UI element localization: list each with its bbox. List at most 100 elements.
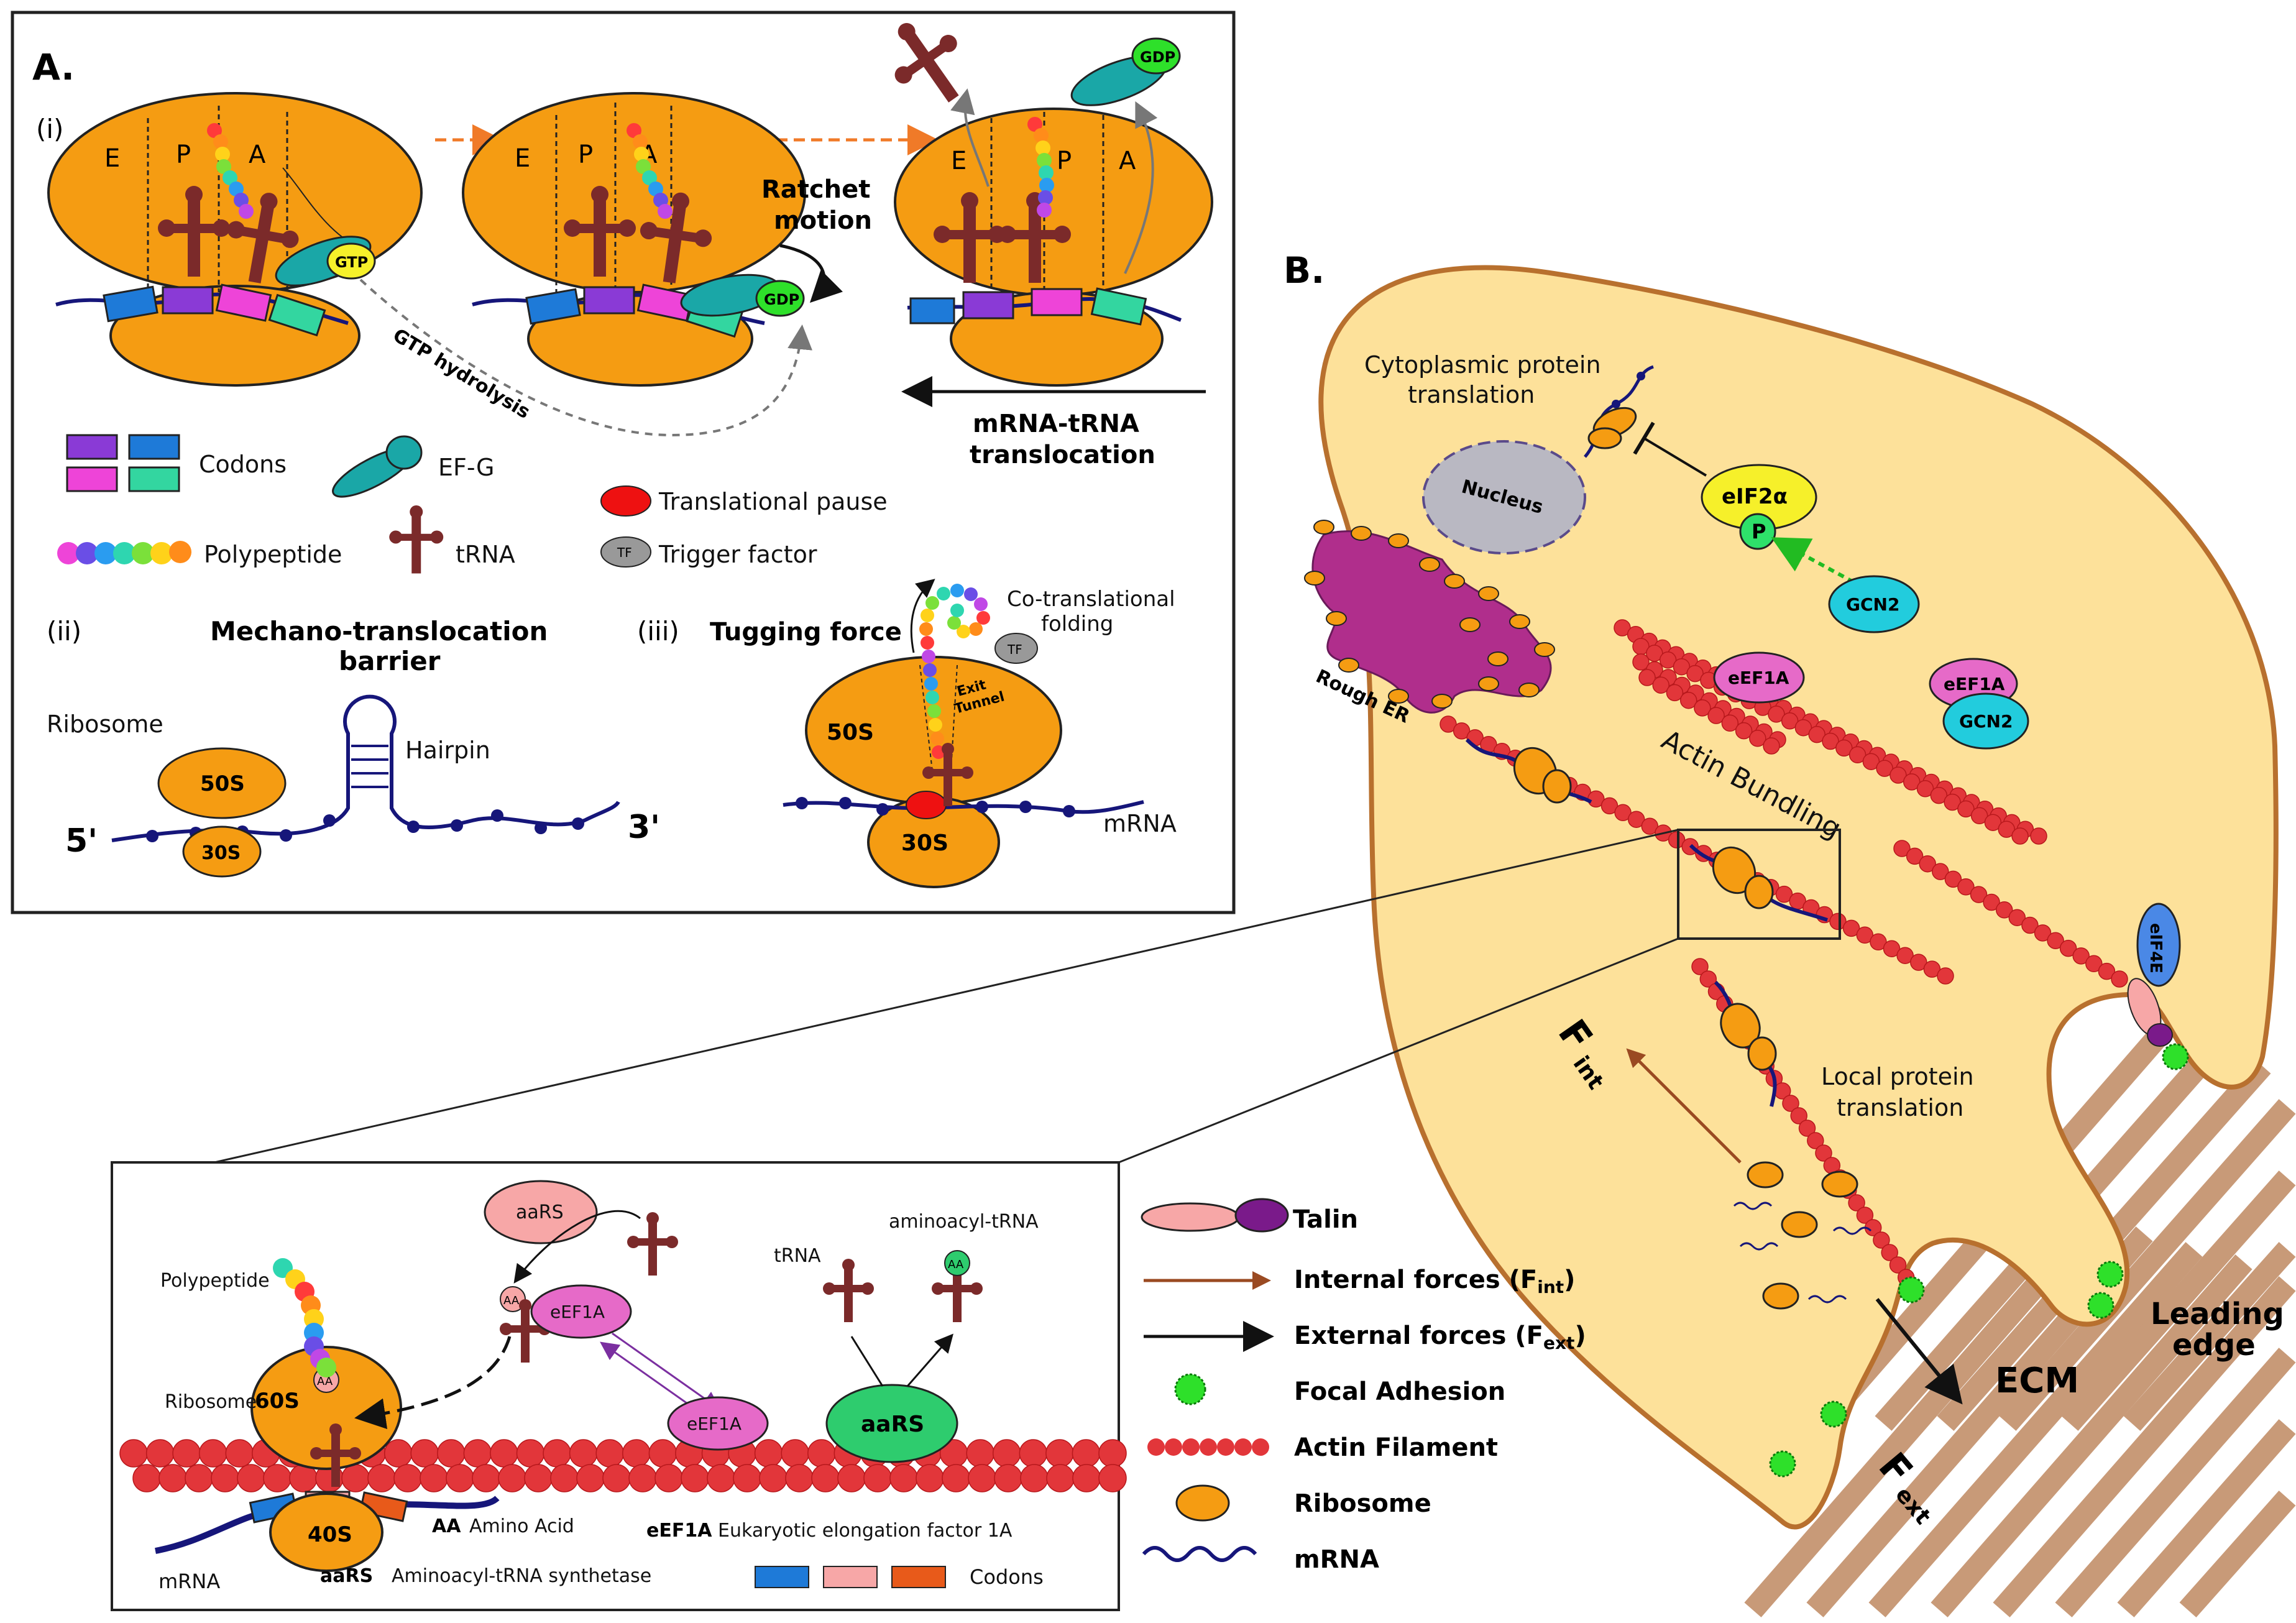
eef1a-complex <box>530 1284 632 1339</box>
panel-b-legend: Talin Internal forces (Fint) External fo… <box>1141 1198 1586 1574</box>
actin-subunit <box>648 1439 677 1468</box>
actin-subunit <box>1641 817 1659 835</box>
svg-text:(ii): (ii) <box>47 616 81 646</box>
svg-text:motion: motion <box>774 206 872 235</box>
svg-text:AA: AA <box>317 1375 333 1388</box>
actin-subunit <box>119 1439 148 1468</box>
actin-subunit <box>132 1464 161 1492</box>
actin-subunit <box>211 1464 239 1492</box>
actin-subunit <box>393 1464 422 1492</box>
actin-subunit <box>1870 933 1887 951</box>
svg-text:P: P <box>1752 520 1766 543</box>
actin-subunit <box>185 1464 213 1492</box>
actin-subunit <box>1798 1120 1816 1137</box>
actin-subunit <box>1666 684 1684 702</box>
eif4e <box>2136 903 2181 987</box>
actin-subunit <box>733 1464 761 1492</box>
svg-text:GDP: GDP <box>1140 48 1175 66</box>
svg-text:Amino Acid: Amino Acid <box>469 1515 574 1537</box>
actin-subunit <box>1679 691 1697 709</box>
actin-subunit <box>1098 1464 1127 1492</box>
svg-text:ECM: ECM <box>1995 1361 2079 1401</box>
svg-text:eEF1A: eEF1A <box>550 1302 605 1322</box>
actin-subunit <box>1883 940 1901 957</box>
svg-text:aaRS: aaRS <box>861 1412 924 1437</box>
actin-subunit <box>1600 797 1619 815</box>
gcn2-top <box>1828 575 1920 633</box>
actin-subunit <box>263 1464 292 1492</box>
svg-text:50S: 50S <box>827 720 874 745</box>
actin-subunit <box>569 1439 598 1468</box>
svg-text:E: E <box>951 147 967 175</box>
svg-text:AA: AA <box>503 1294 520 1307</box>
actin-subunit <box>781 1439 809 1468</box>
svg-text:40S: 40S <box>308 1522 352 1547</box>
actin-subunit <box>341 1464 370 1492</box>
local-translation-label: Local protein <box>1821 1063 1974 1090</box>
inset: mRNA 60S 40S Ribosome AA Polypeptide aaR… <box>111 1161 1127 1611</box>
svg-text:folding: folding <box>1041 612 1113 637</box>
actin-subunit <box>1903 773 1921 791</box>
actin-subunit <box>1046 1464 1075 1492</box>
svg-text:translation: translation <box>1408 381 1535 408</box>
actin-subunit <box>1775 885 1793 903</box>
svg-text:barrier: barrier <box>339 646 441 676</box>
actin-subunit <box>1876 760 1893 777</box>
actin-subunit <box>1995 901 2013 919</box>
polypeptide-2 <box>627 123 673 219</box>
actin-subunit <box>992 1439 1021 1468</box>
svg-text:AA: AA <box>948 1258 964 1271</box>
actin-subunit <box>1614 804 1632 822</box>
legend-actin <box>1147 1438 1269 1456</box>
actin-subunit <box>446 1464 474 1492</box>
svg-text:E: E <box>104 144 120 173</box>
actin-subunit <box>1919 855 1936 873</box>
svg-text:Ribosome: Ribosome <box>1294 1489 1431 1518</box>
ribosome-state-2: E P A GDP <box>462 92 806 387</box>
actin-subunit <box>576 1464 605 1492</box>
svg-text:50S: 50S <box>200 771 245 796</box>
actin-subunit <box>807 1439 836 1468</box>
er-ribosomes <box>1304 520 1555 709</box>
actin-subunit <box>681 1464 709 1492</box>
actin-subunit <box>225 1439 254 1468</box>
barrier-label: Mechano-translocation <box>210 616 548 646</box>
actin-subunit <box>1896 947 1914 964</box>
actin-subunit <box>1890 766 1907 784</box>
actin-subunit <box>1453 722 1471 740</box>
actin-subunit <box>1944 793 1961 811</box>
actin-subunit <box>1957 800 1975 818</box>
svg-text:eEF1A: eEF1A <box>687 1414 742 1434</box>
actin-subunit <box>916 1464 944 1492</box>
polypeptide-3 <box>1027 117 1054 218</box>
svg-text:TF: TF <box>617 545 632 560</box>
svg-text:Focal Adhesion: Focal Adhesion <box>1294 1377 1505 1406</box>
actin-subunit <box>2085 955 2103 973</box>
inset-polypeptide <box>273 1258 336 1377</box>
actin-subunit <box>1916 780 1934 798</box>
local-ribosomes <box>1747 1161 1858 1310</box>
actin-subunit <box>1721 714 1739 732</box>
svg-text:translocation: translocation <box>970 441 1155 469</box>
actin-subunit <box>1699 970 1717 988</box>
actin-subunit <box>1735 722 1753 740</box>
svg-text:30S: 30S <box>901 830 948 856</box>
actin-subunit <box>1614 619 1631 637</box>
actin-subunit <box>1808 725 1825 743</box>
svg-text:30S: 30S <box>201 842 241 864</box>
actin-subunit <box>602 1464 631 1492</box>
actin-subunit <box>707 1464 735 1492</box>
svg-text:External forces (Fext): External forces (Fext) <box>1294 1322 1586 1353</box>
svg-text:P: P <box>578 140 593 169</box>
panel-a-title: A. <box>32 46 75 88</box>
actin-subunit <box>1862 753 1880 770</box>
svg-text:Ribosome: Ribosome <box>165 1391 257 1413</box>
actin-subunit <box>1045 1439 1074 1468</box>
svg-text:translation: translation <box>1837 1094 1963 1121</box>
eef1a-bundling <box>1713 651 1805 704</box>
actin-subunit <box>1790 1107 1807 1124</box>
translocation-label: mRNA-tRNA <box>973 410 1139 438</box>
folding-polypeptide <box>919 584 990 759</box>
actin-subunit <box>1889 1256 1907 1274</box>
actin-subunit <box>595 1439 624 1468</box>
